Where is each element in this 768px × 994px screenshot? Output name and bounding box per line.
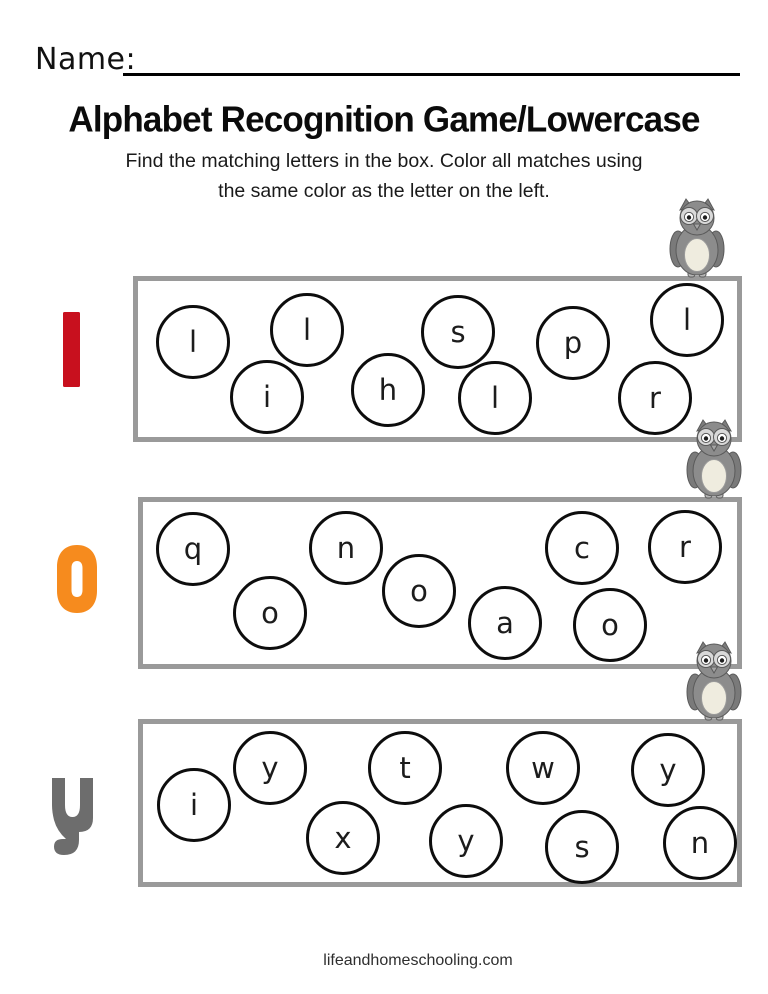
- letter-circle-t[interactable]: t: [368, 731, 442, 805]
- circle-letter: n: [690, 825, 710, 860]
- letter-circle-x[interactable]: x: [306, 801, 380, 875]
- letter-circle-y[interactable]: y: [631, 733, 705, 807]
- letter-circle-r[interactable]: r: [648, 510, 722, 584]
- instructions-line-1: Find the matching letters in the box. Co…: [125, 150, 643, 172]
- circle-letter: i: [189, 787, 199, 822]
- letter-circle-l[interactable]: l: [650, 283, 724, 357]
- circle-letter: l: [302, 312, 312, 347]
- circle-letter: o: [601, 607, 619, 642]
- letter-circle-p[interactable]: p: [536, 306, 610, 380]
- circle-letter: s: [574, 829, 590, 864]
- letter-circle-w[interactable]: w: [506, 731, 580, 805]
- page-title: Alphabet Recognition Game/Lowercase: [68, 99, 700, 140]
- letter-circle-n[interactable]: n: [663, 806, 737, 880]
- letter-circle-i[interactable]: i: [157, 768, 231, 842]
- circle-letter: y: [261, 750, 279, 785]
- letter-circle-l[interactable]: l: [270, 293, 344, 367]
- letter-circle-o[interactable]: o: [382, 554, 456, 628]
- letter-circle-l[interactable]: l: [156, 305, 230, 379]
- target-letter-gray: [52, 778, 93, 855]
- circle-letter: c: [574, 530, 590, 565]
- letter-circle-h[interactable]: h: [351, 353, 425, 427]
- circle-letter: l: [188, 324, 198, 359]
- circle-letter: x: [334, 820, 352, 855]
- owl-icon: [669, 198, 725, 278]
- circle-letter: h: [378, 372, 398, 407]
- footer-website: lifeandhomeschooling.com: [323, 952, 513, 969]
- letter-circle-r[interactable]: r: [618, 361, 692, 435]
- circle-letter: r: [649, 380, 661, 415]
- letter-circle-i[interactable]: i: [230, 360, 304, 434]
- letter-circle-l[interactable]: l: [458, 361, 532, 435]
- circle-letter: o: [410, 573, 428, 608]
- letter-circle-o[interactable]: o: [233, 576, 307, 650]
- circle-letter: i: [262, 379, 272, 414]
- circle-letter: t: [399, 750, 411, 785]
- instructions-line-2: the same color as the letter on the left…: [218, 180, 550, 202]
- owl-icon: [686, 641, 742, 721]
- circle-letter: y: [457, 823, 475, 858]
- target-letter-orange: [57, 545, 97, 613]
- letter-circle-y[interactable]: y: [233, 731, 307, 805]
- owl-icon: [686, 419, 742, 499]
- letter-circle-n[interactable]: n: [309, 511, 383, 585]
- letter-circle-s[interactable]: s: [421, 295, 495, 369]
- circle-letter: l: [682, 302, 692, 337]
- circle-letter: a: [496, 605, 514, 640]
- circle-letter: n: [336, 530, 356, 565]
- circle-letter: o: [261, 595, 279, 630]
- name-label: Name:: [35, 42, 137, 77]
- letter-circle-a[interactable]: a: [468, 586, 542, 660]
- circle-letter: w: [531, 750, 555, 785]
- letter-circle-o[interactable]: o: [573, 588, 647, 662]
- letter-circle-c[interactable]: c: [545, 511, 619, 585]
- letter-circle-s[interactable]: s: [545, 810, 619, 884]
- circle-letter: l: [490, 380, 500, 415]
- circle-letter: p: [563, 325, 583, 360]
- target-letter-red: [63, 312, 80, 387]
- circle-letter: y: [659, 752, 677, 787]
- letter-circle-q[interactable]: q: [156, 512, 230, 586]
- circle-letter: s: [450, 314, 466, 349]
- name-input-line[interactable]: [123, 44, 740, 76]
- circle-letter: r: [679, 529, 691, 564]
- circle-letter: q: [183, 531, 203, 566]
- letter-circle-y[interactable]: y: [429, 804, 503, 878]
